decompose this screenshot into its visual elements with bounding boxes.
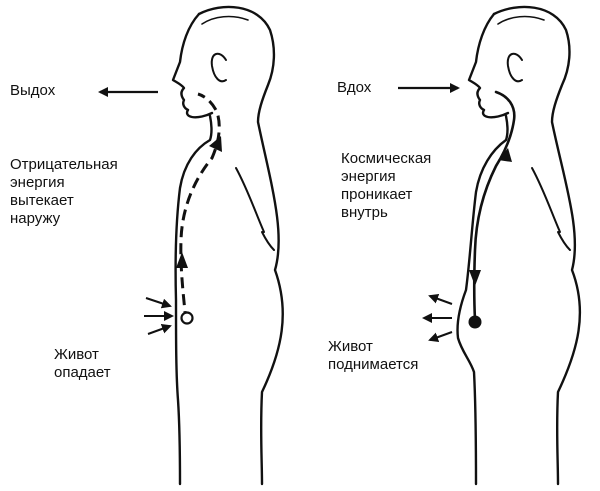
right-inhale-text: Вдох (337, 79, 372, 96)
right-navel-filled-circle (468, 315, 482, 329)
right-energy-line-2: энергия (341, 168, 396, 185)
left-belly-line-1: Живот (54, 346, 99, 363)
right-energy-label: Космическая энергия проникает внутрь (341, 150, 431, 222)
left-energy-line-4: наружу (10, 210, 61, 227)
right-path-arrowhead-lower (469, 270, 481, 286)
right-path-arrowhead-upper (498, 148, 512, 162)
left-energy-label: Отрицательная энергия вытекает наружу (10, 156, 118, 228)
left-figure-arm (235, 167, 275, 251)
left-belly-label: Живот опадает (54, 346, 111, 382)
left-energy-line-2: энергия (10, 174, 65, 191)
right-figure-face-outline (467, 12, 510, 119)
right-belly-line-2: поднимается (328, 356, 419, 373)
right-belly-arrows (422, 294, 453, 342)
left-figure-back-outline (197, 5, 284, 486)
left-exhale-text: Выдох (10, 82, 56, 99)
right-inhale-label: Вдох (337, 79, 371, 97)
left-figure-front-outline (174, 114, 213, 486)
left-path-arrowhead-lower (176, 252, 188, 268)
left-belly-line-2: опадает (54, 364, 111, 381)
left-exhale-label: Выдох (10, 82, 55, 100)
right-figure-ear (506, 52, 523, 83)
left-figure-face-outline (171, 12, 214, 119)
left-energy-line-3: вытекает (10, 192, 74, 209)
right-figure (456, 5, 582, 486)
left-navel-open-circle (180, 311, 194, 325)
right-belly-label: Живот поднимается (328, 338, 418, 374)
left-figure (171, 5, 284, 486)
right-figure-arm (531, 167, 571, 251)
right-energy-line-3: проникает (341, 186, 413, 203)
right-belly-line-1: Живот (328, 338, 373, 355)
left-belly-arrows (144, 297, 174, 335)
left-energy-line-1: Отрицательная (10, 156, 118, 173)
right-energy-line-4: внутрь (341, 204, 388, 221)
right-energy-line-1: Космическая (341, 150, 432, 167)
right-figure-back-outline (492, 5, 582, 486)
right-figure-front-outline (456, 114, 509, 486)
left-figure-hair (201, 15, 249, 25)
left-airway-path (179, 92, 221, 323)
right-figure-hair (497, 15, 545, 25)
left-path-arrowhead-upper (209, 136, 222, 152)
left-figure-ear (210, 52, 227, 83)
